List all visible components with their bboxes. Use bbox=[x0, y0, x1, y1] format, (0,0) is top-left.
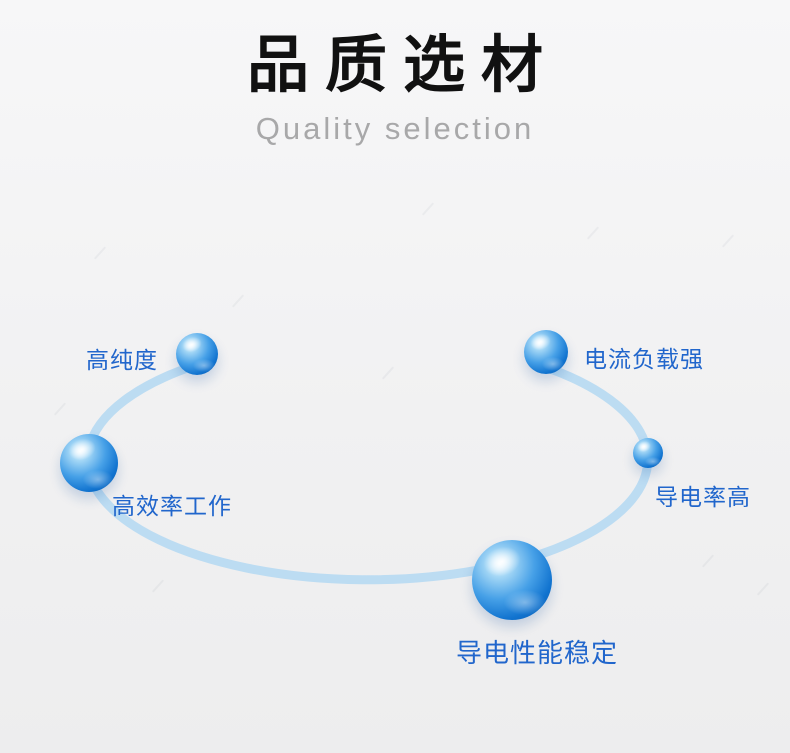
label-high-purity: 高纯度 bbox=[86, 347, 158, 373]
bubble-stable-conductivity bbox=[472, 540, 552, 620]
label-current-load: 电流负载强 bbox=[584, 346, 704, 372]
label-high-conductivity: 导电率高 bbox=[655, 484, 751, 510]
orbit-arc bbox=[83, 360, 653, 585]
bubble-high-conductivity bbox=[633, 438, 663, 468]
label-high-efficiency: 高效率工作 bbox=[112, 493, 232, 519]
bubble-high-efficiency bbox=[60, 434, 118, 492]
bubble-current-load bbox=[524, 330, 568, 374]
label-stable-conductivity: 导电性能稳定 bbox=[456, 638, 619, 668]
page-subtitle: Quality selection bbox=[255, 111, 535, 147]
header: 品质选材 Quality selection bbox=[0, 30, 790, 147]
bubble-high-purity bbox=[176, 333, 218, 375]
page-title: 品质选材 bbox=[246, 31, 559, 100]
